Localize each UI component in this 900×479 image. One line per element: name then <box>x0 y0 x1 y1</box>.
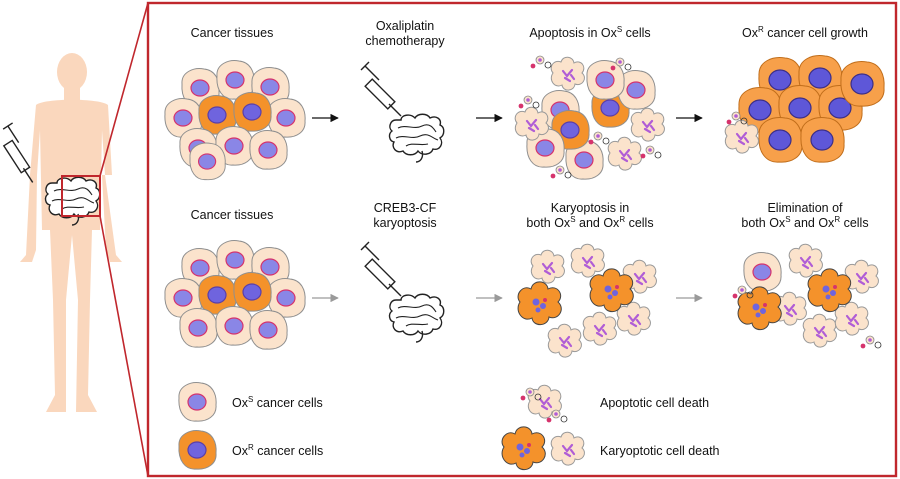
legend-karyoptotic-label: Karyoptotic cell death <box>600 444 720 458</box>
top-step3-label: Apoptosis in OxS cells <box>529 24 651 40</box>
zoom-box <box>61 175 101 217</box>
bottom-karyoptosis-cluster <box>517 243 658 359</box>
legend-karyoptotic-icon <box>501 426 586 471</box>
top-cancer-tissue <box>164 59 306 181</box>
zoom-line-bottom <box>99 215 149 477</box>
top-step1-label: Cancer tissues <box>190 26 274 40</box>
bottom-cancer-tissue <box>164 239 306 350</box>
bottom-elimination-cluster <box>732 243 882 349</box>
top-oxr-growth-cluster <box>724 54 885 163</box>
bottom-step1-label: Cancer tissues <box>190 208 274 222</box>
legend-oxr-label: OxR cancer cells <box>232 442 324 458</box>
legend-oxs-icon <box>178 381 217 422</box>
human-silhouette <box>20 53 122 412</box>
top-step4-label: OxR cancer cell growth <box>742 24 868 40</box>
main-frame <box>146 1 898 478</box>
bottom-creb3-icon <box>360 241 445 343</box>
legend-apoptotic-icon <box>520 384 568 423</box>
top-apoptosis-cluster <box>514 55 666 180</box>
legend-apoptotic-label: Apoptotic cell death <box>600 396 710 410</box>
zoom-line-top <box>99 2 149 177</box>
legend-oxs-label: OxS cancer cells <box>232 394 323 410</box>
legend-oxr-icon <box>178 429 217 470</box>
top-chemo-icon <box>360 61 445 163</box>
